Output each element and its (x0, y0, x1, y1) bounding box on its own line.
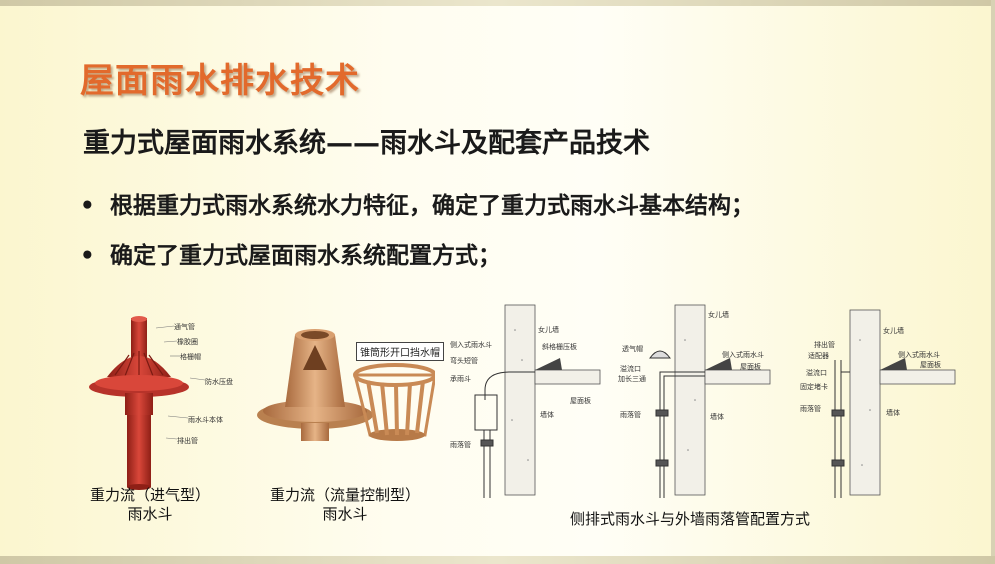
p1-label-wall: 墙体 (540, 411, 554, 419)
p1-label-parapet: 女儿墙 (538, 326, 559, 334)
p3-label-downpipe: 雨落管 (800, 405, 821, 413)
figure1-caption: 重力流（进气型） 雨水斗 (60, 486, 240, 524)
bullet-text-2: 确定了重力式屋面雨水系统配置方式； (110, 243, 501, 269)
bronze-roof-drain-image (257, 329, 435, 441)
p1-label-side-drain: 侧入式雨水斗 (450, 341, 492, 349)
bottom-border (0, 556, 995, 564)
part-label-drain-body: 雨水斗本体 (188, 416, 223, 424)
bullet-marker: • (80, 243, 95, 269)
right-border (991, 0, 995, 564)
figure1-caption-line2: 雨水斗 (127, 505, 173, 523)
p1-label-catch-hopper: 承雨斗 (450, 375, 471, 383)
part-label-outlet-pipe: 排出管 (177, 437, 198, 445)
part-label-pressure-plate: 防水压盘 (205, 378, 233, 386)
figure2-caption-line2: 雨水斗 (322, 505, 368, 523)
p1-label-elbow: 弯头短管 (450, 357, 478, 365)
part-label-vent-pipe: 通气管 (174, 323, 195, 331)
p3-label-adapter: 适配器 (808, 352, 829, 360)
installation-diagrams-drawing (474, 304, 956, 498)
top-border (0, 0, 995, 6)
slide-title: 屋面雨水排水技术 (80, 61, 360, 101)
p3-label-outlet-pipe: 排出管 (814, 341, 835, 349)
p2-label-side-drain: 侧入式雨水斗 (722, 351, 764, 359)
p3-label-overflow: 溢流口 (806, 369, 827, 377)
p1-label-downpipe: 雨落管 (450, 441, 471, 449)
figure3-caption: 侧排式雨水斗与外墙雨落管配置方式 (569, 510, 810, 528)
red-roof-drain-image (89, 316, 189, 490)
figure2-caption: 重力流（流量控制型） 雨水斗 (245, 486, 445, 524)
p2-label-parapet: 女儿墙 (708, 311, 729, 319)
p2-label-extended-tee: 加长三通 (618, 375, 646, 383)
p2-label-vent-cap: 透气帽 (622, 345, 643, 353)
p3-label-clamp: 固定堵卡 (800, 383, 828, 391)
p3-label-roof-slab: 屋面板 (920, 361, 941, 369)
figure2-callout-tag: 锥筒形开口挡水帽 (356, 342, 444, 361)
p2-label-roof-slab: 屋面板 (740, 363, 761, 371)
slide-subtitle: 重力式屋面雨水系统——雨水斗及配套产品技术 (83, 128, 650, 159)
p3-label-wall: 墙体 (886, 409, 900, 417)
part-label-rubber-ring: 橡胶圈 (177, 338, 198, 346)
part-label-grille-cap: 格栅帽 (180, 353, 201, 361)
p2-label-wall: 墙体 (710, 413, 724, 421)
p2-label-downpipe: 雨落管 (620, 411, 641, 419)
figure1-caption-line1: 重力流（进气型） (89, 486, 210, 504)
part-leader-lines (155, 325, 206, 440)
p2-label-overflow: 溢流口 (620, 365, 641, 373)
installation-diagrams: 女儿墙 侧入式雨水斗 斜格栅压板 弯头短管 承雨斗 屋面板 墙体 雨落管 女儿墙… (450, 300, 970, 500)
bullet-text-1: 根据重力式雨水系统水力特征，确定了重力式雨水斗基本结构； (110, 193, 754, 219)
bullet-item-1: • 根据重力式雨水系统水力特征，确定了重力式雨水斗基本结构； (80, 186, 754, 220)
bullet-marker: • (80, 193, 95, 219)
figure2-caption-line1: 重力流（流量控制型） (269, 486, 420, 504)
bullet-item-2: • 确定了重力式屋面雨水系统配置方式； (80, 236, 501, 270)
p1-label-grille-plate: 斜格栅压板 (542, 343, 577, 351)
p3-label-parapet: 女儿墙 (883, 327, 904, 335)
p3-label-side-drain: 侧入式雨水斗 (898, 351, 940, 359)
p1-label-roof-slab: 屋面板 (570, 397, 591, 405)
